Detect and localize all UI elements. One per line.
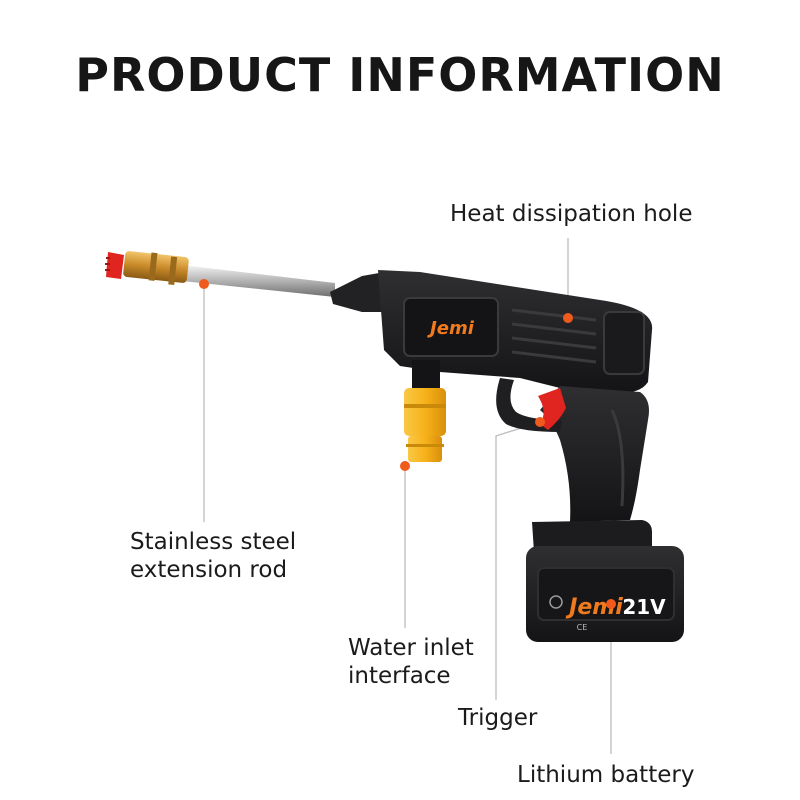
- body-logo: Jemi: [427, 318, 475, 339]
- battery-cert-mark: CE: [577, 623, 588, 632]
- label-lithium-battery: Lithium battery: [517, 761, 694, 789]
- marker-dot-rod: [199, 279, 209, 289]
- label-heat-dissipation-hole: Heat dissipation hole: [450, 200, 692, 228]
- label-water-inlet: Water inlet interface: [348, 634, 474, 690]
- label-trigger: Trigger: [458, 704, 537, 732]
- gun-body: [330, 270, 684, 642]
- label-battery-text: Lithium battery: [517, 762, 695, 788]
- label-rod-line2: extension rod: [130, 557, 288, 583]
- marker-dot-inlet: [400, 461, 410, 471]
- battery-voltage: 21V: [622, 595, 666, 619]
- label-trigger-text: Trigger: [458, 705, 538, 731]
- label-heat-text: Heat dissipation hole: [450, 201, 693, 227]
- marker-dots: [199, 279, 616, 609]
- label-rod-line1: Stainless steel: [130, 529, 297, 555]
- label-inlet-line1: Water inlet: [348, 635, 474, 661]
- marker-dot-heat: [563, 313, 573, 323]
- page-title: PRODUCT INFORMATION: [75, 48, 725, 102]
- extension-rod: [105, 251, 335, 297]
- label-extension-rod: Stainless steel extension rod: [130, 528, 296, 584]
- marker-dot-battery: [606, 599, 616, 609]
- trigger-shape: [538, 388, 566, 430]
- marker-dot-trigger: [535, 417, 545, 427]
- label-inlet-line2: interface: [348, 663, 451, 689]
